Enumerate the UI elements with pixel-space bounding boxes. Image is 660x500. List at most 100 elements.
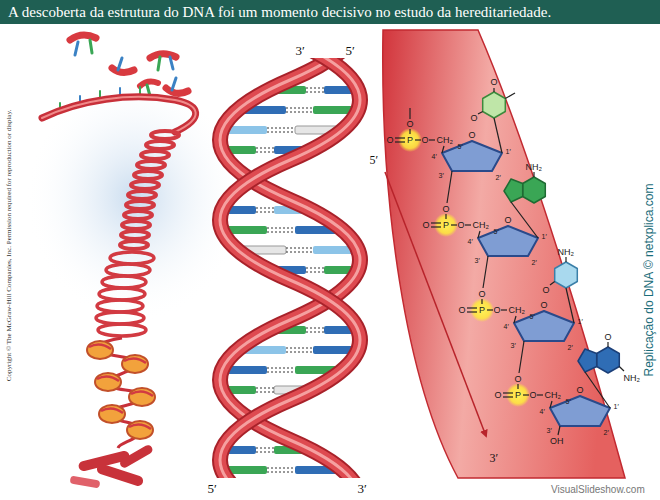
base-pair — [256, 148, 274, 149]
group-label: CH₂ — [437, 136, 454, 145]
atom-label: O — [387, 136, 394, 145]
base-pair — [306, 332, 324, 333]
nucleotide-fragments — [70, 35, 96, 40]
base-pair — [267, 368, 295, 369]
base-pair — [267, 472, 295, 473]
atom-label: P — [443, 221, 449, 230]
base-pair — [286, 252, 313, 253]
base-pair — [256, 392, 274, 393]
chemical-bonds — [481, 299, 482, 304]
strand-end: 3′ — [296, 44, 305, 57]
chemical-bonds — [467, 311, 477, 312]
nucleotide-fragments — [150, 54, 176, 58]
chemical-bonds — [566, 288, 574, 323]
chemical-bonds — [565, 257, 566, 262]
carbon-number: 4′ — [468, 238, 473, 245]
carbon-number: 3′ — [475, 257, 480, 264]
base-pair — [267, 232, 295, 233]
strand-end: 3′ — [490, 452, 499, 464]
nucleosomes — [87, 338, 155, 448]
base-pair — [286, 248, 313, 249]
chemical-bonds — [503, 392, 513, 393]
dna-ribbon — [42, 87, 196, 132]
atom-label: O — [479, 290, 486, 299]
bases — [483, 92, 620, 373]
chemical-bonds — [487, 309, 493, 310]
carbon-number: 1′ — [578, 318, 583, 325]
carbon-number: 4′ — [540, 408, 545, 415]
group-label: OH — [550, 437, 564, 446]
atom-label: O — [515, 375, 522, 384]
coiled-dna — [128, 191, 156, 199]
base-pair — [256, 452, 274, 453]
bases — [555, 262, 578, 288]
carbon-number: 2′ — [496, 174, 501, 181]
carbon-number: 2′ — [604, 429, 609, 436]
double-helix — [220, 58, 360, 478]
base-pair — [222, 126, 340, 134]
helix-strands — [220, 58, 360, 478]
atom-label: O — [605, 333, 612, 342]
atom-label: O — [471, 114, 478, 123]
coiled-dna — [126, 201, 154, 209]
base-pair — [241, 106, 358, 114]
base-pair — [267, 468, 295, 469]
chemical-bonds — [537, 394, 543, 395]
watermark: VisualSlideshow.com — [551, 485, 645, 495]
helix-strands — [220, 58, 360, 478]
chemical-bonds — [550, 401, 552, 408]
carbon-number: 2′ — [532, 259, 537, 266]
atom-label: O — [423, 221, 430, 230]
carbon-number: 3′ — [511, 342, 516, 349]
slide-title: A descoberta da estrutura do DNA foi um … — [8, 5, 551, 20]
nucleotide-fragments — [70, 35, 188, 96]
helix-strands — [220, 58, 360, 478]
base-pair — [306, 88, 324, 89]
coiled-dna — [99, 288, 145, 300]
phosphate-glow — [398, 128, 422, 152]
atom-label: O — [407, 120, 414, 129]
chromatin-illustration — [25, 85, 245, 335]
copyright-note: Copyright © The McGraw-Hill Companies, I… — [6, 109, 13, 380]
bases — [597, 347, 620, 373]
phosphate-glow — [470, 298, 494, 322]
base-pair — [256, 388, 274, 389]
chemical-bonds — [619, 367, 624, 372]
base-pair — [286, 348, 313, 349]
coiled-dna — [131, 181, 159, 189]
coiled-dna — [96, 312, 144, 324]
chromosome — [70, 444, 155, 489]
atom-label: P — [407, 136, 413, 145]
strand-end: 5′ — [370, 154, 379, 166]
coiled-dna — [134, 171, 162, 179]
bases — [578, 349, 597, 372]
chemical-bonds — [395, 141, 405, 142]
carbon-number: 1′ — [614, 403, 619, 410]
base-pair — [222, 466, 340, 474]
direction-arrow — [385, 172, 486, 436]
coiled-dna — [97, 300, 143, 312]
dna-ribbon — [42, 97, 196, 132]
carbon-number: 5′ — [458, 143, 463, 150]
coiled-dna — [124, 211, 152, 219]
helix-strands — [220, 58, 360, 478]
chromosome — [118, 444, 154, 470]
phosphate-glow — [398, 128, 530, 407]
coiled-dna — [110, 252, 154, 264]
group-label: CH₂ — [509, 306, 526, 315]
helix-strands — [220, 58, 360, 478]
carbon-number: 5′ — [566, 398, 571, 405]
strand-closeup — [383, 30, 625, 478]
chemical-bonds — [517, 384, 518, 389]
base-pair — [286, 112, 313, 113]
helix-strands — [220, 58, 360, 478]
group-label: NH₂ — [624, 374, 641, 383]
bases — [523, 177, 546, 203]
sugar-rings — [442, 141, 610, 426]
atom-label: O — [458, 221, 465, 230]
coiled-dna — [102, 276, 146, 288]
strand-end: 3′ — [358, 482, 367, 495]
nucleotide-fragments — [140, 82, 158, 86]
nucleotide-fragments — [112, 68, 134, 73]
dna-ribbon — [42, 97, 196, 132]
